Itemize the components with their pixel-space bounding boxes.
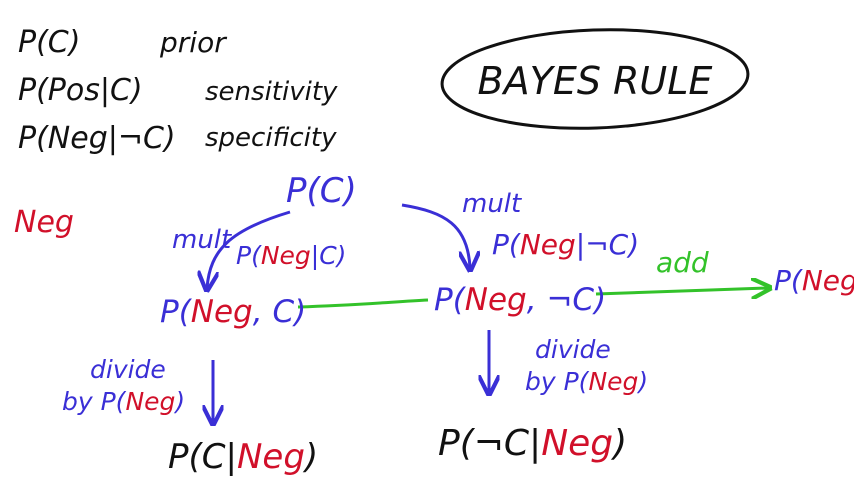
observation-label: Neg <box>14 205 74 240</box>
definition-meaning-prior: prior <box>159 26 227 59</box>
label-divide-right-line1: divide <box>535 335 611 364</box>
arrow-mult-right <box>401 203 470 268</box>
label-mult-left: mult <box>172 225 232 255</box>
definition-meaning-specificity: specificity <box>205 123 337 153</box>
label-add: add <box>656 246 709 279</box>
title-text: BAYES RULE <box>478 59 713 103</box>
node-joint-c: P(Neg, C) <box>160 294 306 330</box>
title-badge: BAYES RULE <box>440 28 750 130</box>
definitions: P(C) prior P(Pos|C) sensitivity P(Neg|¬C… <box>18 25 338 156</box>
node-total: P(Neg) <box>774 264 854 297</box>
node-prior: P(C) <box>286 171 357 211</box>
node-posterior-c: P(C|Neg) <box>168 437 318 477</box>
title-ellipse <box>440 28 750 130</box>
line-joint-connector <box>297 298 429 309</box>
definition-term-sensitivity: P(Pos|C) <box>18 73 143 108</box>
node-posterior-notc: P(¬C|Neg) <box>438 423 627 464</box>
label-mult-right: mult <box>462 189 522 219</box>
label-divide-left-line2: by P(Neg) <box>62 387 185 416</box>
label-divide-left-line1: divide <box>90 355 166 384</box>
label-mult-right-factor: P(Neg|¬C) <box>492 228 639 261</box>
definition-term-prior: P(C) <box>18 25 80 60</box>
label-divide-right-line2: by P(Neg) <box>525 367 648 396</box>
node-joint-notc: P(Neg, ¬C) <box>434 282 606 318</box>
definition-term-specificity: P(Neg|¬C) <box>18 121 176 156</box>
label-mult-left-factor: P(Neg|C) <box>236 241 346 270</box>
arrow-mult-left <box>207 210 291 288</box>
definition-meaning-sensitivity: sensitivity <box>205 77 338 107</box>
arrow-add <box>595 288 768 294</box>
